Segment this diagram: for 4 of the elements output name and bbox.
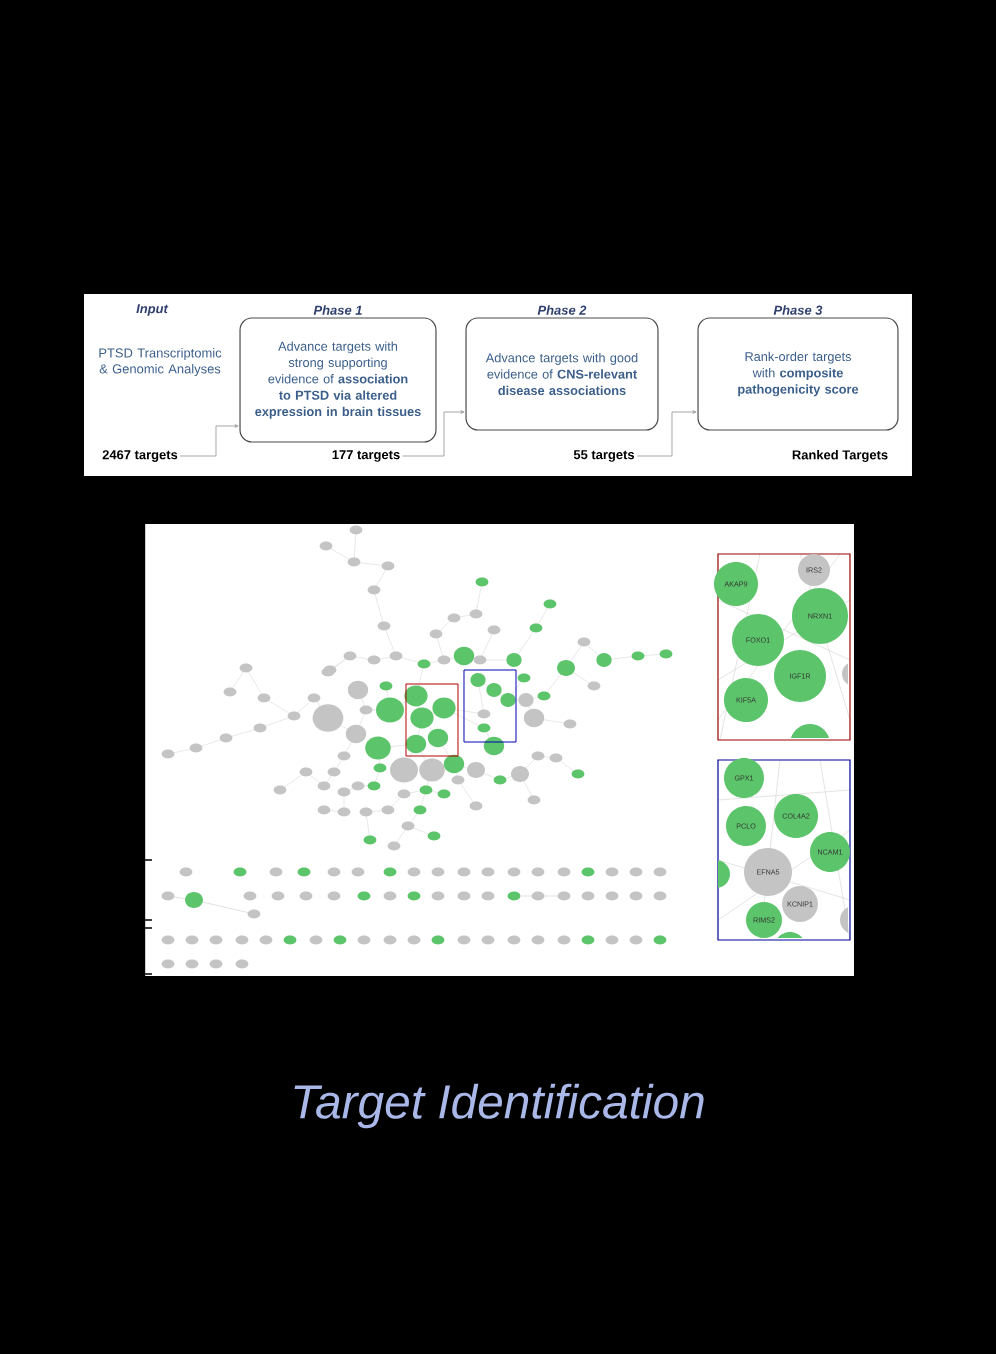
arrow [179,424,239,457]
title: Target Identification [294,1083,704,1129]
arrow [402,410,465,457]
arrow [636,410,697,457]
